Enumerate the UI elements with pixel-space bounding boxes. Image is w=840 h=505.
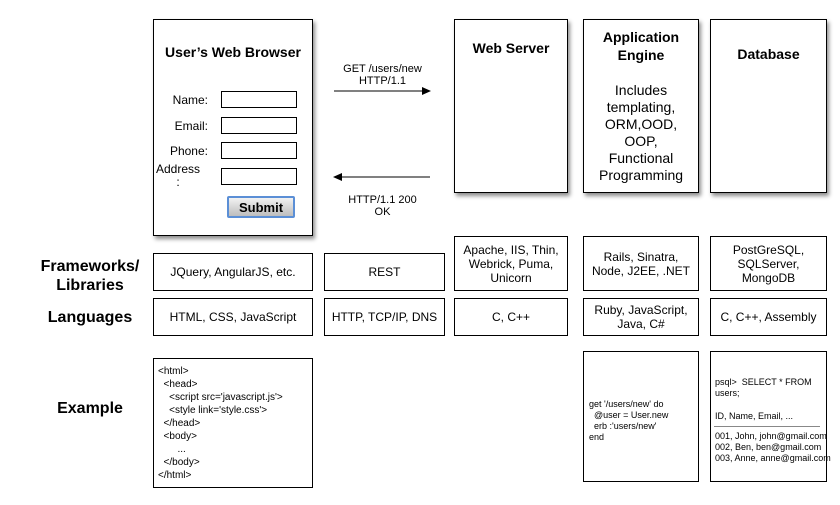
languages-browser: HTML, CSS, JavaScript [153,298,313,336]
frameworks-app-engine-text: Rails, Sinatra, Node, J2EE, .NET [591,249,691,278]
frameworks-row-label: Frameworks/ Libraries [40,258,140,294]
web-server-title: Web Server [472,40,550,56]
example-sql-header: ID, Name, Email, ... [715,411,794,421]
database-box [710,19,827,193]
example-ruby-code: get '/users/new' do @user = User.new erb… [589,399,669,442]
languages-browser-text: HTML, CSS, JavaScript [169,310,297,324]
languages-web-server-text: C, C++ [491,310,530,324]
name-field[interactable] [221,91,297,108]
example-html-box [153,358,313,488]
app-engine-description: Includes templating, ORM,OOD, OOP, Funct… [598,82,684,183]
frameworks-browser: JQuery, AngularJS, etc. [153,253,313,291]
languages-web-server: C, C++ [454,298,568,336]
languages-app-engine-text: Ruby, JavaScript, Java, C# [594,303,688,331]
example-sql-query: psql> SELECT * FROM users; [715,377,812,398]
phone-field[interactable] [221,142,297,159]
example-html-code: <html> <head> <script src='javascript.js… [158,366,283,481]
web-server-box [454,19,568,193]
phone-label: Phone: [169,144,208,158]
name-label: Name: [172,93,208,107]
languages-database: C, C++, Assembly [710,298,827,336]
frameworks-database: PostGreSQL, SQLServer, MongoDB [710,236,827,291]
example-ruby-box [583,351,699,482]
email-label: Email: [174,119,208,133]
frameworks-database-text: PostGreSQL, SQLServer, MongoDB [732,242,805,285]
example-row-label: Example [57,400,123,417]
database-title: Database [737,46,800,62]
frameworks-network-text: REST [368,265,401,279]
app-engine-title: Application Engine [602,29,680,63]
languages-database-text: C, C++, Assembly [720,310,817,324]
languages-app-engine: Ruby, JavaScript, Java, C# [583,298,699,336]
example-sql-box [710,351,827,482]
languages-network-text: HTTP, TCP/IP, DNS [331,310,438,324]
response-arrow [333,173,430,181]
languages-row-label: Languages [47,309,133,326]
frameworks-app-engine: Rails, Sinatra, Node, J2EE, .NET [583,236,699,291]
languages-network: HTTP, TCP/IP, DNS [324,298,445,336]
submit-button[interactable]: Submit [227,196,295,218]
request-arrow [334,87,431,95]
frameworks-web-server-text: Apache, IIS, Thin, Webrick, Puma, Unicor… [463,242,559,285]
address-field[interactable] [221,168,297,185]
submit-label: Submit [238,199,284,215]
email-field[interactable] [221,117,297,134]
address-label: Address : [155,162,201,189]
frameworks-network: REST [324,253,445,291]
browser-title: User’s Web Browser [165,44,301,60]
app-engine-box [583,19,699,193]
frameworks-browser-text: JQuery, AngularJS, etc. [170,265,296,279]
frameworks-web-server: Apache, IIS, Thin, Webrick, Puma, Unicor… [454,236,568,291]
example-sql-rows: 001, John, john@gmail.com 002, Ben, ben@… [715,431,831,463]
request-label: GET /users/new HTTP/1.1 [343,63,422,87]
example-sql-divider [714,426,820,427]
response-label: HTTP/1.1 200 OK [348,194,417,218]
